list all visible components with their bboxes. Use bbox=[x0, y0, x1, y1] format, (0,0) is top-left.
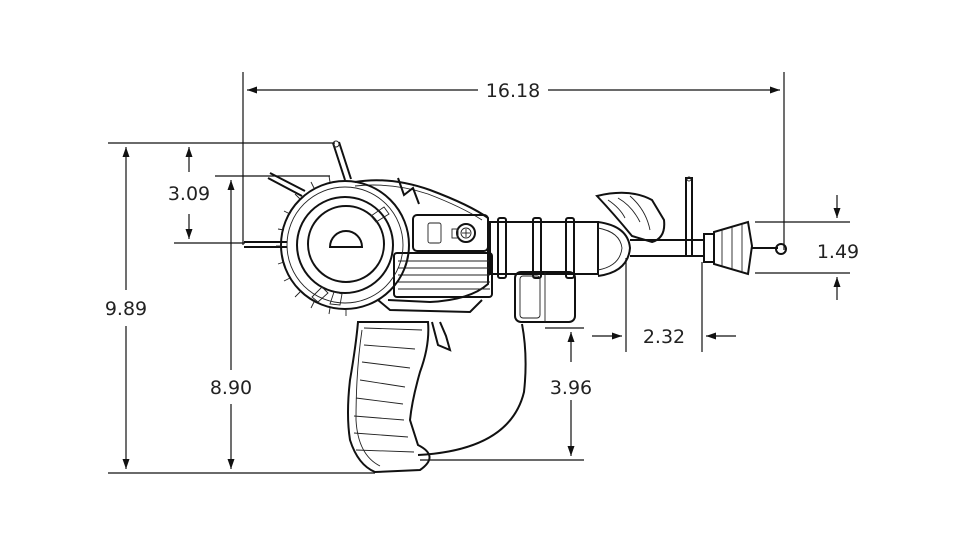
top-antennas bbox=[244, 140, 352, 248]
ray-gun-illustration bbox=[244, 140, 787, 474]
dim-trigger-height: 3.96 bbox=[550, 377, 592, 399]
dimension-lines bbox=[108, 72, 850, 474]
dim-front-length: 2.32 bbox=[643, 326, 685, 348]
dim-top-offset: 3.09 bbox=[168, 183, 210, 205]
dim-grip-height: 8.90 bbox=[210, 377, 252, 399]
front-dial bbox=[276, 175, 410, 316]
handle-grip bbox=[347, 321, 527, 474]
body-housing bbox=[354, 177, 493, 314]
dim-muzzle-diameter: 1.49 bbox=[817, 241, 859, 263]
barrel bbox=[489, 217, 632, 323]
dim-overall-height: 9.89 bbox=[105, 298, 147, 320]
front-fin bbox=[595, 176, 705, 257]
muzzle bbox=[703, 220, 787, 276]
dim-overall-length: 16.18 bbox=[486, 80, 540, 102]
